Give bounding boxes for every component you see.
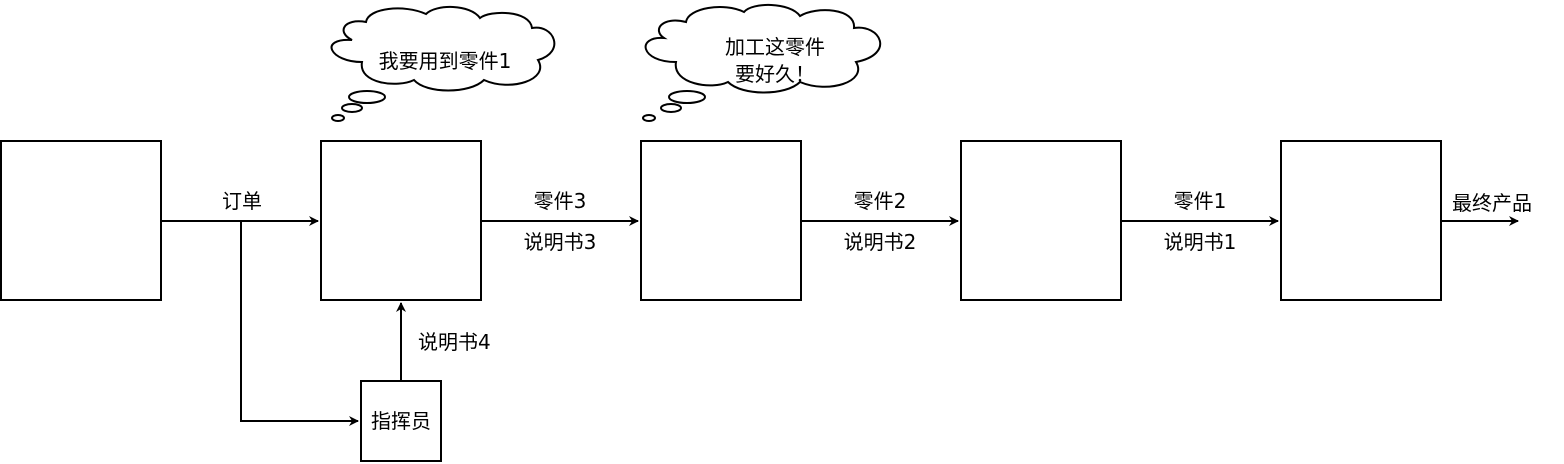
commander-box [360,380,442,462]
thought-bubble-2 [642,3,882,122]
label-part1: 零件1 [1173,189,1227,213]
thought-bubble-1 [330,5,556,122]
thought-text-2-line2: 要好久！ [735,62,815,86]
label-manual4: 说明书4 [418,330,491,354]
thought-text-1: 我要用到零件1 [378,49,512,73]
label-manual2: 说明书2 [843,230,917,254]
label-commander: 指挥员 [371,409,431,433]
label-manual3: 说明书3 [523,230,597,254]
process-box-4 [960,140,1122,301]
process-box-5 [1280,140,1442,301]
label-part2: 零件2 [853,189,907,213]
label-order: 订单 [222,189,262,213]
thought-text-2-line1: 加工这零件 [725,35,825,59]
label-final-product: 最终产品 [1452,191,1532,215]
process-box-1 [0,140,162,301]
label-manual1: 说明书1 [1163,230,1237,254]
process-box-2 [320,140,482,301]
process-box-3 [640,140,802,301]
label-part3: 零件3 [533,189,587,213]
edge-order-to-commander [240,221,359,426]
